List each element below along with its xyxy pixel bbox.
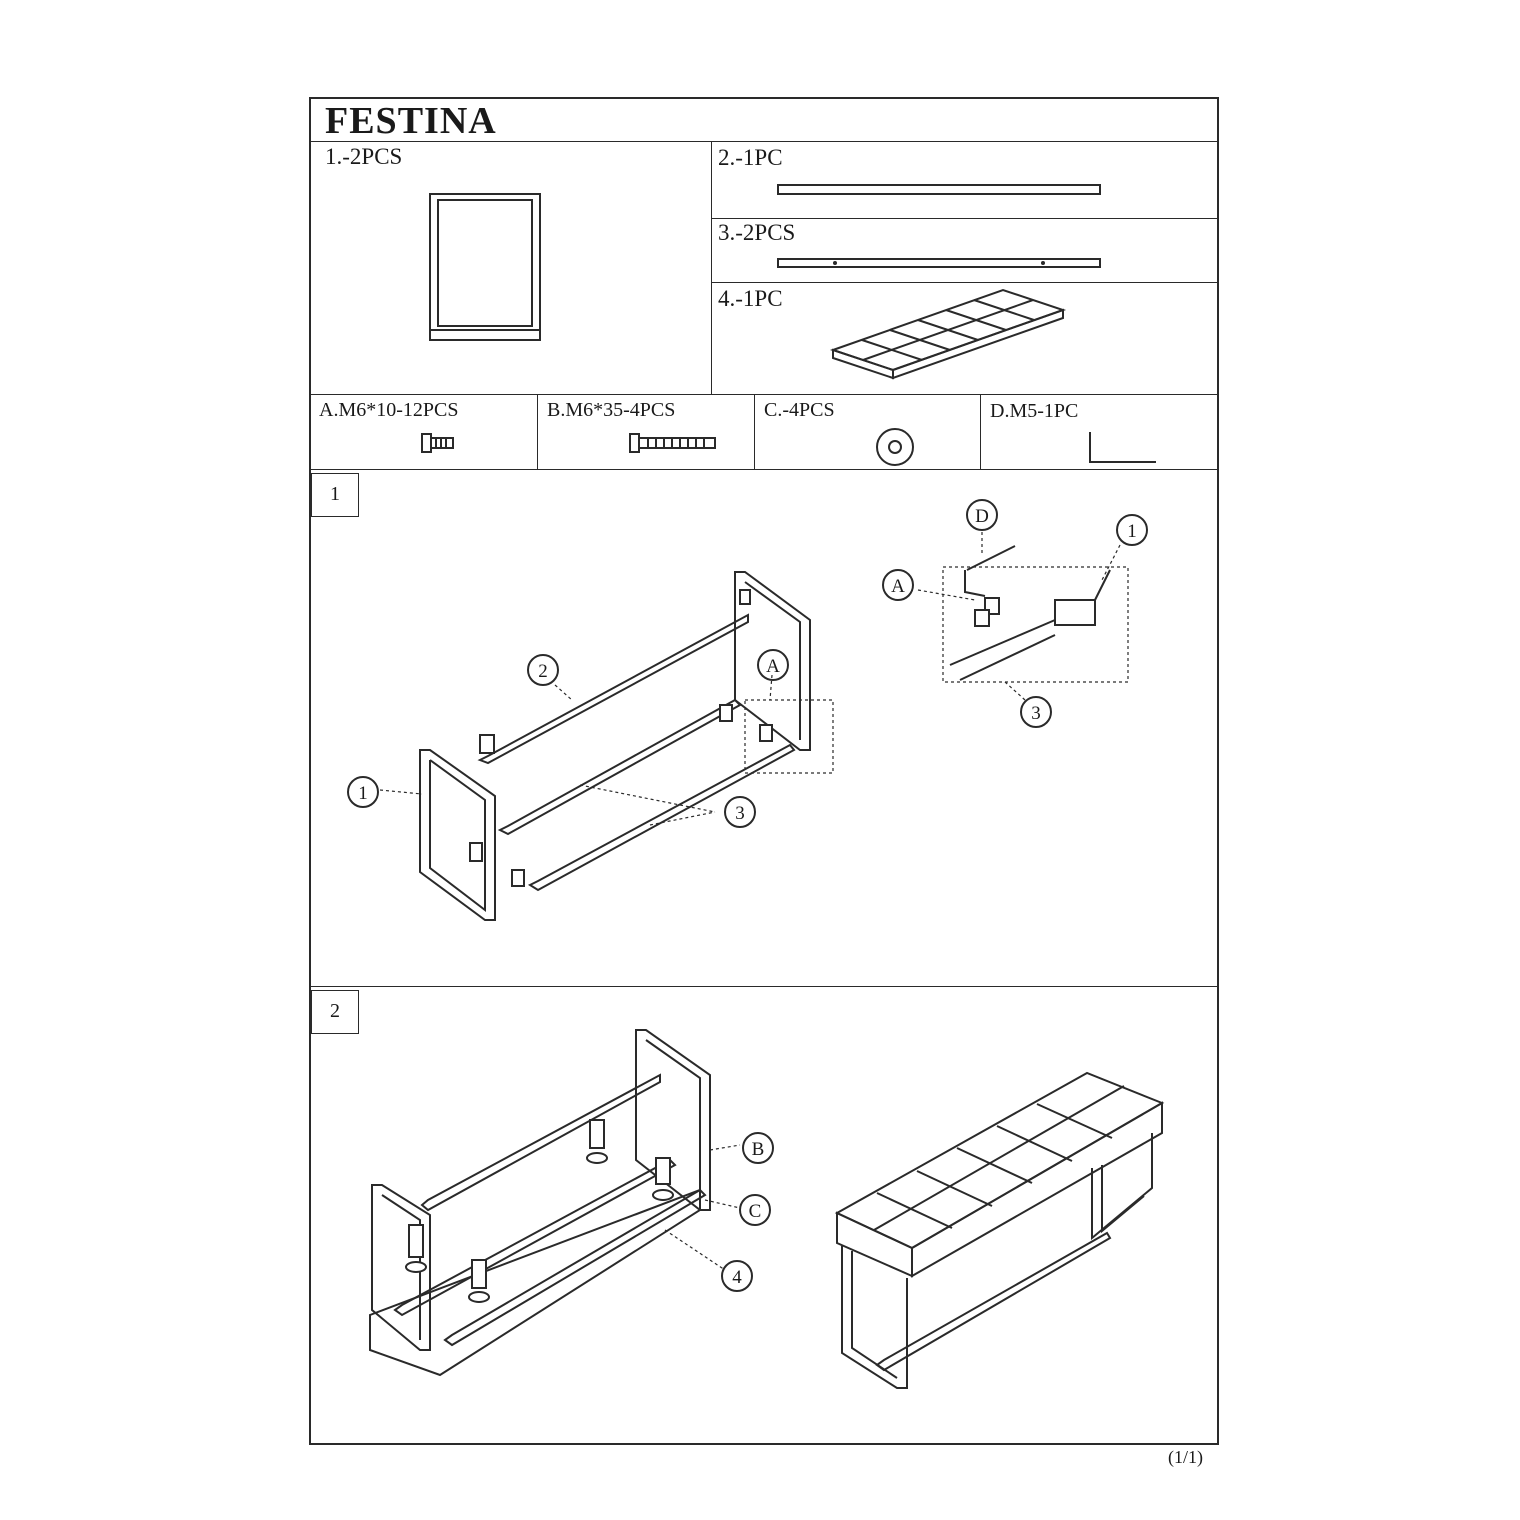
callout-3: 3 (1020, 696, 1052, 728)
tufted-seat-cushion-icon (829, 288, 1067, 380)
step-1-detail-diagram (917, 532, 1129, 701)
divider (711, 218, 1217, 219)
svg-text:C: C (749, 1201, 762, 1222)
part-4-label: 4.-1PC (718, 286, 783, 311)
callout-4: 4 (721, 1260, 753, 1292)
step-2-base-attach-diagram (369, 1029, 741, 1377)
svg-text:3: 3 (735, 803, 745, 824)
svg-text:1: 1 (1127, 521, 1137, 542)
svg-text:2: 2 (538, 661, 548, 682)
divider (311, 986, 1217, 987)
svg-text:A: A (891, 576, 905, 597)
callout-b: B (742, 1132, 774, 1164)
divider (311, 394, 1217, 395)
product-title: FESTINA (325, 100, 497, 142)
svg-text:4: 4 (732, 1267, 742, 1288)
part-3-label: 3.-2PCS (718, 220, 796, 245)
step-1-number: 1 (311, 473, 359, 517)
divider (537, 394, 538, 469)
divider (711, 282, 1217, 283)
short-bolt-icon (421, 433, 454, 453)
step-1-frame-assembly-diagram (379, 571, 834, 921)
allen-key-icon (1089, 432, 1156, 463)
callout-1: 1 (1116, 514, 1148, 546)
callout-2: 2 (527, 654, 559, 686)
divider (311, 141, 1217, 142)
part-1-label: 1.-2PCS (325, 144, 403, 169)
rectangular-frame-icon (429, 193, 541, 341)
divider (754, 394, 755, 469)
part-2-label: 2.-1PC (718, 145, 783, 170)
divider (711, 141, 712, 394)
finished-bench-diagram (834, 1071, 1165, 1389)
callout-c: C (739, 1194, 771, 1226)
callout-d: D (966, 499, 998, 531)
page-number: (1/1) (1168, 1447, 1203, 1467)
hardware-a-label: A.M6*10-12PCS (319, 399, 459, 421)
callout-a: A (882, 569, 914, 601)
svg-text:1: 1 (358, 783, 368, 804)
svg-text:3: 3 (1031, 703, 1041, 724)
long-bolt-icon (629, 433, 716, 453)
step-2-number: 2 (311, 990, 359, 1034)
svg-text:B: B (752, 1139, 765, 1160)
instruction-sheet: FESTINA 1.-2PCS 2.-1PC 3.-2PCS 4.-1PC A.… (309, 97, 1219, 1445)
callout-1: 1 (347, 776, 379, 808)
long-bar-icon (777, 184, 1101, 195)
bar-with-holes-icon (777, 258, 1101, 268)
divider (980, 394, 981, 469)
hardware-c-label: C.-4PCS (764, 399, 835, 421)
hardware-d-label: D.M5-1PC (990, 400, 1079, 422)
hardware-b-label: B.M6*35-4PCS (547, 399, 676, 421)
svg-text:D: D (975, 506, 989, 527)
svg-text:A: A (766, 656, 780, 677)
callout-a: A (757, 649, 789, 681)
divider (311, 469, 1217, 470)
callout-3: 3 (724, 796, 756, 828)
washer-icon (876, 428, 914, 466)
